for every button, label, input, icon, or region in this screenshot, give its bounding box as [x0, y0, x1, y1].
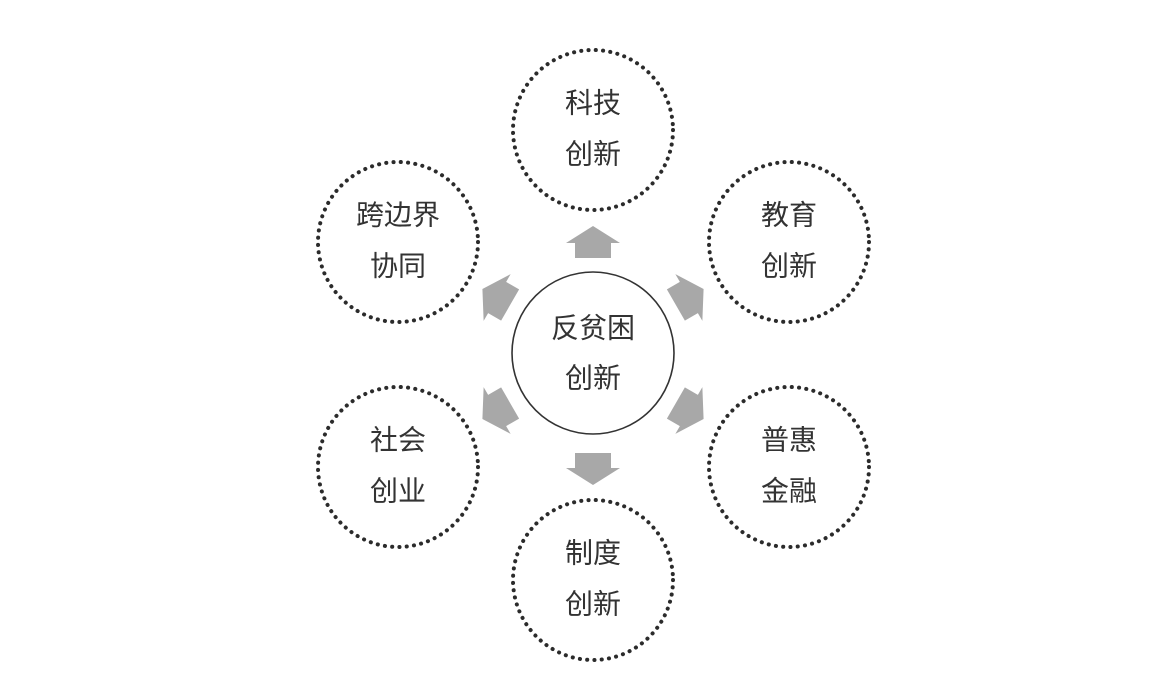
node-finance-line2: 金融: [761, 475, 817, 508]
node-institution: 制度 创新: [511, 498, 675, 662]
arrow-lower-left-icon: [482, 387, 520, 434]
node-finance-line1: 普惠: [761, 424, 817, 457]
node-education-line2: 创新: [761, 250, 817, 283]
center-label-line1: 反贫困: [551, 312, 635, 345]
arrow-group: [482, 226, 704, 485]
node-tech-line1: 科技: [565, 87, 621, 120]
node-social-line1: 社会: [370, 424, 426, 457]
node-tech-line2: 创新: [565, 138, 621, 171]
node-crossborder-line2: 协同: [370, 250, 426, 283]
node-social-line2: 创业: [370, 475, 426, 508]
arrow-upper-left-icon: [482, 274, 520, 321]
node-education-ring: [707, 160, 871, 324]
arrow-upper-right-icon: [666, 274, 704, 321]
node-education: 教育 创新: [707, 160, 871, 324]
arrow-up-icon: [566, 226, 620, 258]
node-crossborder: 跨边界 协同: [316, 160, 480, 324]
node-education-line1: 教育: [761, 199, 817, 232]
node-institution-line1: 制度: [565, 537, 621, 570]
node-tech-ring: [511, 48, 675, 212]
node-finance: 普惠 金融: [707, 385, 871, 549]
node-social-ring: [316, 385, 480, 549]
center-label-line2: 创新: [565, 362, 621, 395]
node-tech: 科技 创新: [511, 48, 675, 212]
node-institution-ring: [511, 498, 675, 662]
node-social: 社会 创业: [316, 385, 480, 549]
arrow-lower-right-icon: [666, 387, 704, 434]
center-node: 反贫困 创新: [511, 271, 675, 435]
node-institution-line2: 创新: [565, 588, 621, 621]
center-circle: [511, 271, 675, 435]
node-crossborder-ring: [316, 160, 480, 324]
arrow-down-icon: [566, 453, 620, 485]
node-finance-ring: [707, 385, 871, 549]
node-crossborder-line1: 跨边界: [356, 199, 440, 232]
